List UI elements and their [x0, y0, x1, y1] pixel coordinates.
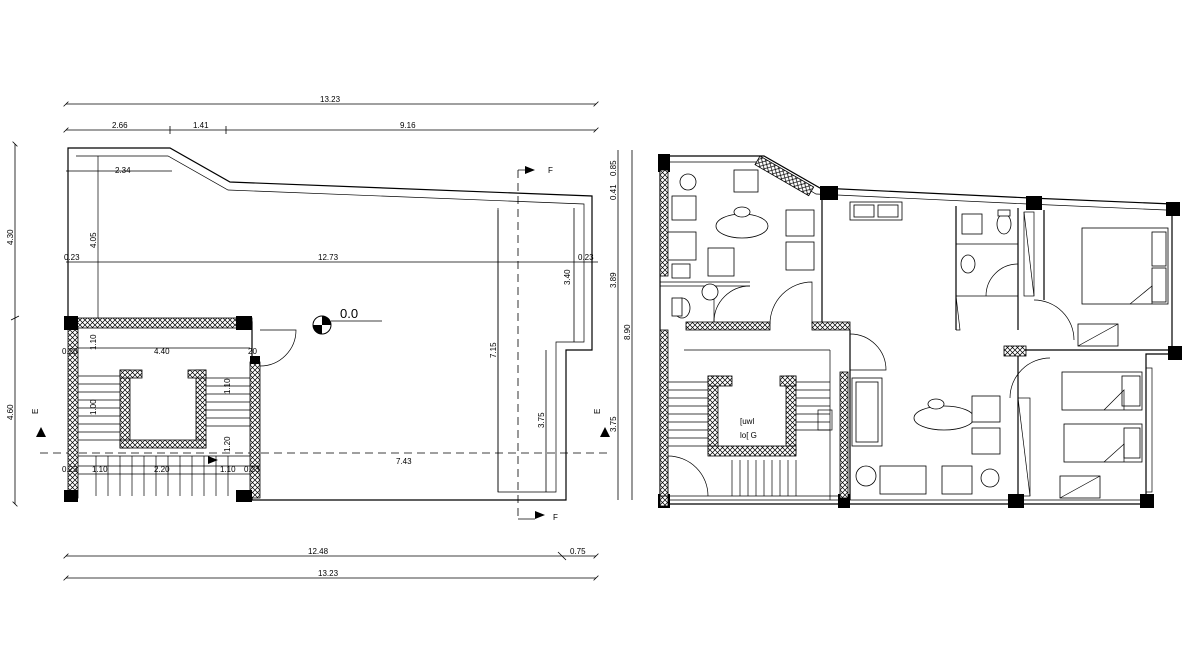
dim-top-b: 1.41 [193, 121, 209, 130]
level-marker-value: 0.0 [340, 306, 358, 321]
left-plan: 13.23 2.66 1.41 9.16 4.30 4.60 2.34 4.05… [6, 95, 633, 581]
dim-bottom-total-a: 12.48 [308, 547, 329, 556]
dim-stair-v-120: 1.20 [223, 436, 232, 452]
stair-wall-right [249, 361, 261, 499]
section-mark-bottom: F [553, 513, 558, 522]
bottom-dimension-lines: 12.48 0.75 13.23 [63, 547, 599, 581]
dim-bottom-small: 0.75 [570, 547, 586, 556]
section-mark-top: F [548, 166, 553, 175]
stair-treads [78, 375, 250, 496]
svg-text:20: 20 [248, 347, 257, 356]
dim-bottom-total: 13.23 [318, 569, 339, 578]
lift-label-bottom: lo[ G [740, 431, 757, 440]
stair-wall-top [67, 317, 253, 329]
inner-outline [76, 155, 585, 493]
dim-v-340: 3.40 [563, 269, 572, 285]
dim-small-020: 0.20 [62, 347, 78, 356]
dim-stair-v-110: 1.10 [223, 378, 232, 394]
lift-label-top: [uwl [740, 417, 754, 426]
dim-inner-top: 2.34 [115, 166, 131, 175]
section-mark-right: E [593, 409, 602, 414]
dim-left-upper: 4.30 [6, 229, 15, 245]
top-dimension-lines: 13.23 2.66 1.41 9.16 [63, 95, 599, 134]
right-plan: [uwl lo[ G [658, 154, 1182, 508]
dim-inner-v-405: 4.05 [89, 232, 98, 248]
dim-stair-v-100: 1.00 [89, 399, 98, 415]
dim-stair-small-v: 1.10 [89, 334, 98, 350]
dim-bottom-220: 2.20 [154, 465, 170, 474]
level-marker: 0.0 [312, 306, 382, 335]
dim-top-total: 13.23 [320, 95, 341, 104]
dim-span-1273: 12.73 [318, 253, 339, 262]
dim-v-715: 7.15 [489, 342, 498, 358]
dim-v-375-outer: 3.75 [609, 416, 618, 432]
dim-small-023-right: 0.23 [578, 253, 594, 262]
dim-v-389: 3.89 [609, 272, 618, 288]
dim-v-375-inner: 3.75 [537, 412, 546, 428]
dim-bottom-743: 7.43 [396, 457, 412, 466]
dim-stair-width: 4.40 [154, 347, 170, 356]
dim-bottom-110: 1.10 [92, 465, 108, 474]
dim-top-a: 2.66 [112, 121, 128, 130]
dim-v-890: 8.90 [623, 324, 632, 340]
left-dimension-lines: 4.30 4.60 [6, 141, 20, 507]
dim-bottom-023: 0.23 [62, 465, 78, 474]
section-mark-left: E [31, 409, 40, 414]
dim-left-lower: 4.60 [6, 404, 15, 420]
dim-bottom-110b: 1.10 [220, 465, 236, 474]
right-stair-treads [668, 381, 830, 496]
dim-top-right-085: 0.85 [609, 160, 618, 176]
dim-bottom-023b: 0.23 [244, 465, 260, 474]
dim-top-right-041: 0.41 [609, 184, 618, 200]
dim-top-c: 9.16 [400, 121, 416, 130]
dim-small-023-left: 0.23 [64, 253, 80, 262]
